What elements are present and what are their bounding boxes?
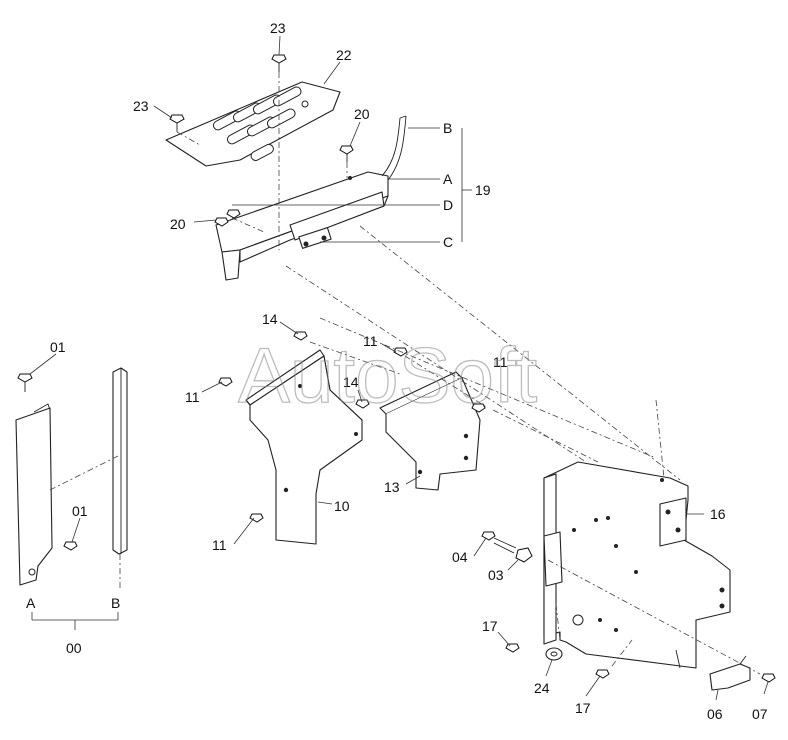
label-20-lower: 20 [170,216,186,232]
bolt-17-a [505,643,520,653]
callout-labels: 23 22 23 20 20 B A D C 19 01 01 A B 00 1… [26,20,768,722]
label-17-a: 17 [482,618,498,634]
label-leaders [29,35,769,701]
label-11-a: 11 [185,389,200,405]
cover-plate-22 [165,81,341,167]
bolt-23-left [169,114,185,132]
label-22: 22 [336,47,352,63]
label-11-b: 11 [363,333,378,349]
label-19: 19 [475,182,491,198]
side-panel-A [15,403,53,586]
label-A-bottom: A [26,595,36,611]
bracket-10 [245,349,363,545]
bolt-11-c [471,403,486,413]
label-01-top: 01 [50,339,66,355]
bolt-20-lower [214,209,241,227]
label-11-d: 11 [212,537,227,553]
bolt-14-lower [355,399,370,409]
bolt-11-a [218,377,233,387]
bolt-20-upper [339,145,354,162]
label-B-bottom: B [111,595,120,611]
label-A-top: A [443,171,453,187]
label-C-top: C [443,234,453,250]
label-11-c: 11 [493,354,508,370]
label-04: 04 [452,549,468,565]
bracket-assembly-19 [215,115,407,281]
bolt-07 [761,673,776,683]
strip-B [112,367,128,555]
washer-24 [545,647,563,661]
label-00: 00 [66,640,82,656]
label-06: 06 [707,706,723,722]
label-17-b: 17 [575,700,591,716]
bolt-23-top [271,54,287,72]
label-23-top: 23 [270,20,286,36]
bracket-13 [379,371,481,491]
label-16: 16 [710,506,726,522]
clip-06 [709,655,751,691]
bolt-17-b [595,669,610,679]
nut-03 [515,547,533,563]
bolt-01-top [17,373,33,392]
watermark: AutoSoft [238,331,538,419]
label-10: 10 [334,498,350,514]
label-01-bottom: 01 [72,503,88,519]
label-03: 03 [488,567,504,583]
label-07: 07 [752,706,768,722]
bolt-14-upper [293,331,308,341]
label-24: 24 [534,680,550,696]
label-14-upper: 14 [262,311,278,327]
bolt-11-d [249,513,264,523]
label-B-top: B [443,120,452,136]
label-13: 13 [384,479,400,495]
label-14-lower: 14 [343,374,359,390]
main-panel-16 [543,461,731,669]
label-23-left: 23 [133,98,149,114]
label-D-top: D [443,197,453,213]
bolt-04 [481,531,517,554]
label-20-upper: 20 [354,106,370,122]
assembly-centerlines [49,72,761,675]
bolt-01-bottom [63,541,78,551]
